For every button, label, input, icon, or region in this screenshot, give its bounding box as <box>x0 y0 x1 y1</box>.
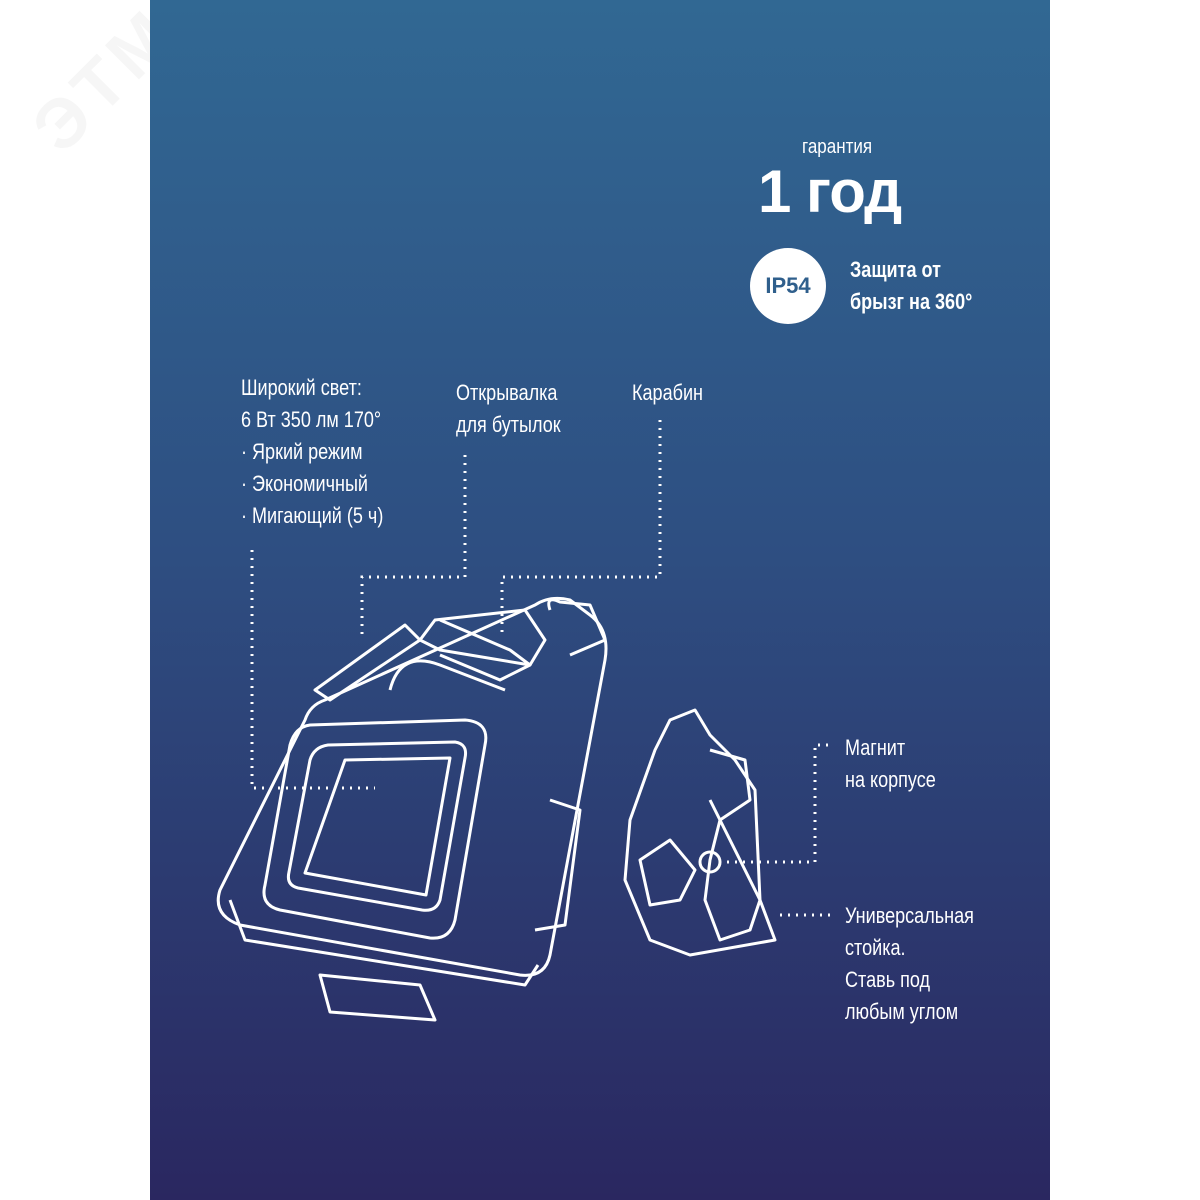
leader-opener <box>360 455 467 640</box>
callout-line: Широкий свет: <box>241 375 362 400</box>
callout-wide-light: Широкий свет: 6 Вт 350 лм 170° · Яркий реж… <box>241 372 383 532</box>
ip-line: брызг на 360° <box>850 289 973 314</box>
side-clip <box>708 748 752 822</box>
ip-description: Защита от брызг на 360° <box>850 254 972 318</box>
carabiner <box>388 659 506 692</box>
leader-wide-light <box>250 550 375 790</box>
callout-line: любым углом <box>845 999 959 1024</box>
stand <box>703 818 762 942</box>
clip <box>439 618 532 682</box>
callout-line: · Мигающий (5 ч) <box>241 503 384 528</box>
body-edge <box>228 899 540 987</box>
leader-magnet <box>720 743 828 864</box>
callout-line: Открывалка <box>456 380 558 405</box>
hook <box>547 598 607 657</box>
callout-line: на корпусе <box>845 767 936 792</box>
device-illustration <box>216 420 835 1022</box>
callout-line: · Экономичный <box>241 471 368 496</box>
leader-carabiner <box>500 420 662 635</box>
callout-line: для бутылок <box>456 412 561 437</box>
led-panel <box>262 718 488 940</box>
callout-line: Карабин <box>632 380 703 405</box>
callout-line: Универсальная <box>845 903 974 928</box>
callout-opener: Открывалка для бутылок <box>456 377 561 441</box>
callout-line: 6 Вт 350 лм 170° <box>241 407 382 432</box>
callout-line: Магнит <box>845 735 906 760</box>
warranty-label: гарантия <box>802 136 873 158</box>
callout-line: · Яркий режим <box>241 439 363 464</box>
flashlight-side-view <box>623 708 777 957</box>
callout-line: Ставь под <box>845 967 931 992</box>
warranty-value: 1 год <box>758 158 902 225</box>
ip54-badge: IP54 <box>750 248 826 324</box>
led-frame <box>286 740 467 912</box>
led-lens <box>303 756 452 897</box>
side-detail <box>638 838 697 907</box>
product-infographic: гарантия 1 год IP54 Защита от брызг на 36… <box>150 0 1050 1200</box>
ip-line: Защита от <box>850 257 941 282</box>
bottom-port <box>318 973 437 1022</box>
callout-carabiner: Карабин <box>632 377 703 409</box>
leader-lines <box>250 420 835 917</box>
side-button <box>534 798 582 932</box>
bottle-opener <box>418 608 547 667</box>
callout-magnet: Магнит на корпусе <box>845 732 936 796</box>
callout-stand: Универсальная стойка. Ставь под любым углом <box>845 900 974 1028</box>
callout-line: стойка. <box>845 935 906 960</box>
flashlight-body <box>216 596 608 977</box>
